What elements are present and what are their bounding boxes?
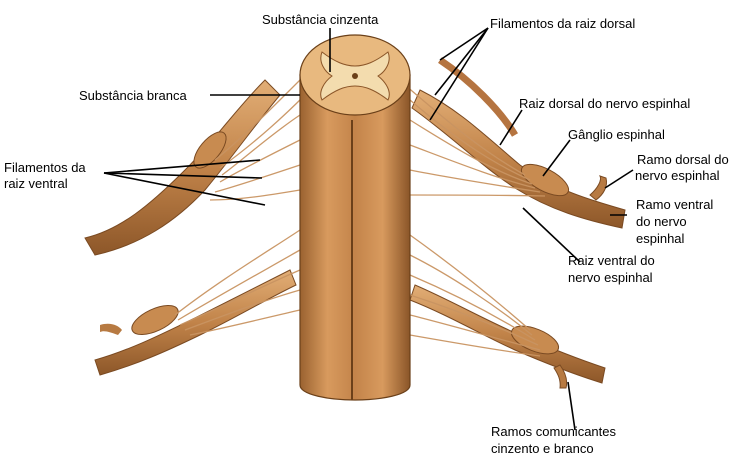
label-filamentos-raiz-ventral-line2: raiz ventral bbox=[4, 176, 68, 191]
upper-spinal-nerve-left bbox=[84, 79, 281, 256]
label-raiz-ventral-nervo-line2: nervo espinhal bbox=[568, 270, 653, 285]
label-raiz-dorsal-nervo: Raiz dorsal do nervo espinhal bbox=[519, 96, 691, 111]
spinal-cord bbox=[299, 34, 411, 401]
label-ramo-ventral-line2: do nervo bbox=[636, 214, 687, 229]
lower-spinal-nerve-left bbox=[94, 269, 297, 376]
label-ganglio-espinhal: Gânglio espinhal bbox=[568, 127, 665, 142]
label-ramo-ventral-line1: Ramo ventral bbox=[636, 197, 714, 212]
upper-spinal-nerve-right bbox=[411, 57, 626, 229]
lower-spinal-nerve-right bbox=[409, 284, 606, 389]
nerve-rootlets bbox=[174, 79, 546, 357]
label-ramo-dorsal-line2: nervo espinhal bbox=[635, 168, 720, 183]
leader-lines bbox=[103, 27, 634, 431]
label-ramo-ventral-line3: espinhal bbox=[636, 231, 685, 246]
label-substancia-cinzenta: Substância cinzenta bbox=[262, 12, 379, 27]
label-filamentos-raiz-dorsal: Filamentos da raiz dorsal bbox=[490, 16, 636, 31]
label-ramos-comunicantes-line2: cinzento e branco bbox=[491, 441, 594, 456]
label-substancia-branca: Substância branca bbox=[79, 88, 187, 103]
label-filamentos-raiz-ventral-line1: Filamentos da bbox=[4, 160, 86, 175]
label-ramo-dorsal-line1: Ramo dorsal do bbox=[637, 152, 729, 167]
label-ramos-comunicantes-line1: Ramos comunicantes bbox=[491, 424, 616, 439]
label-raiz-ventral-nervo-line1: Raiz ventral do bbox=[568, 253, 655, 268]
